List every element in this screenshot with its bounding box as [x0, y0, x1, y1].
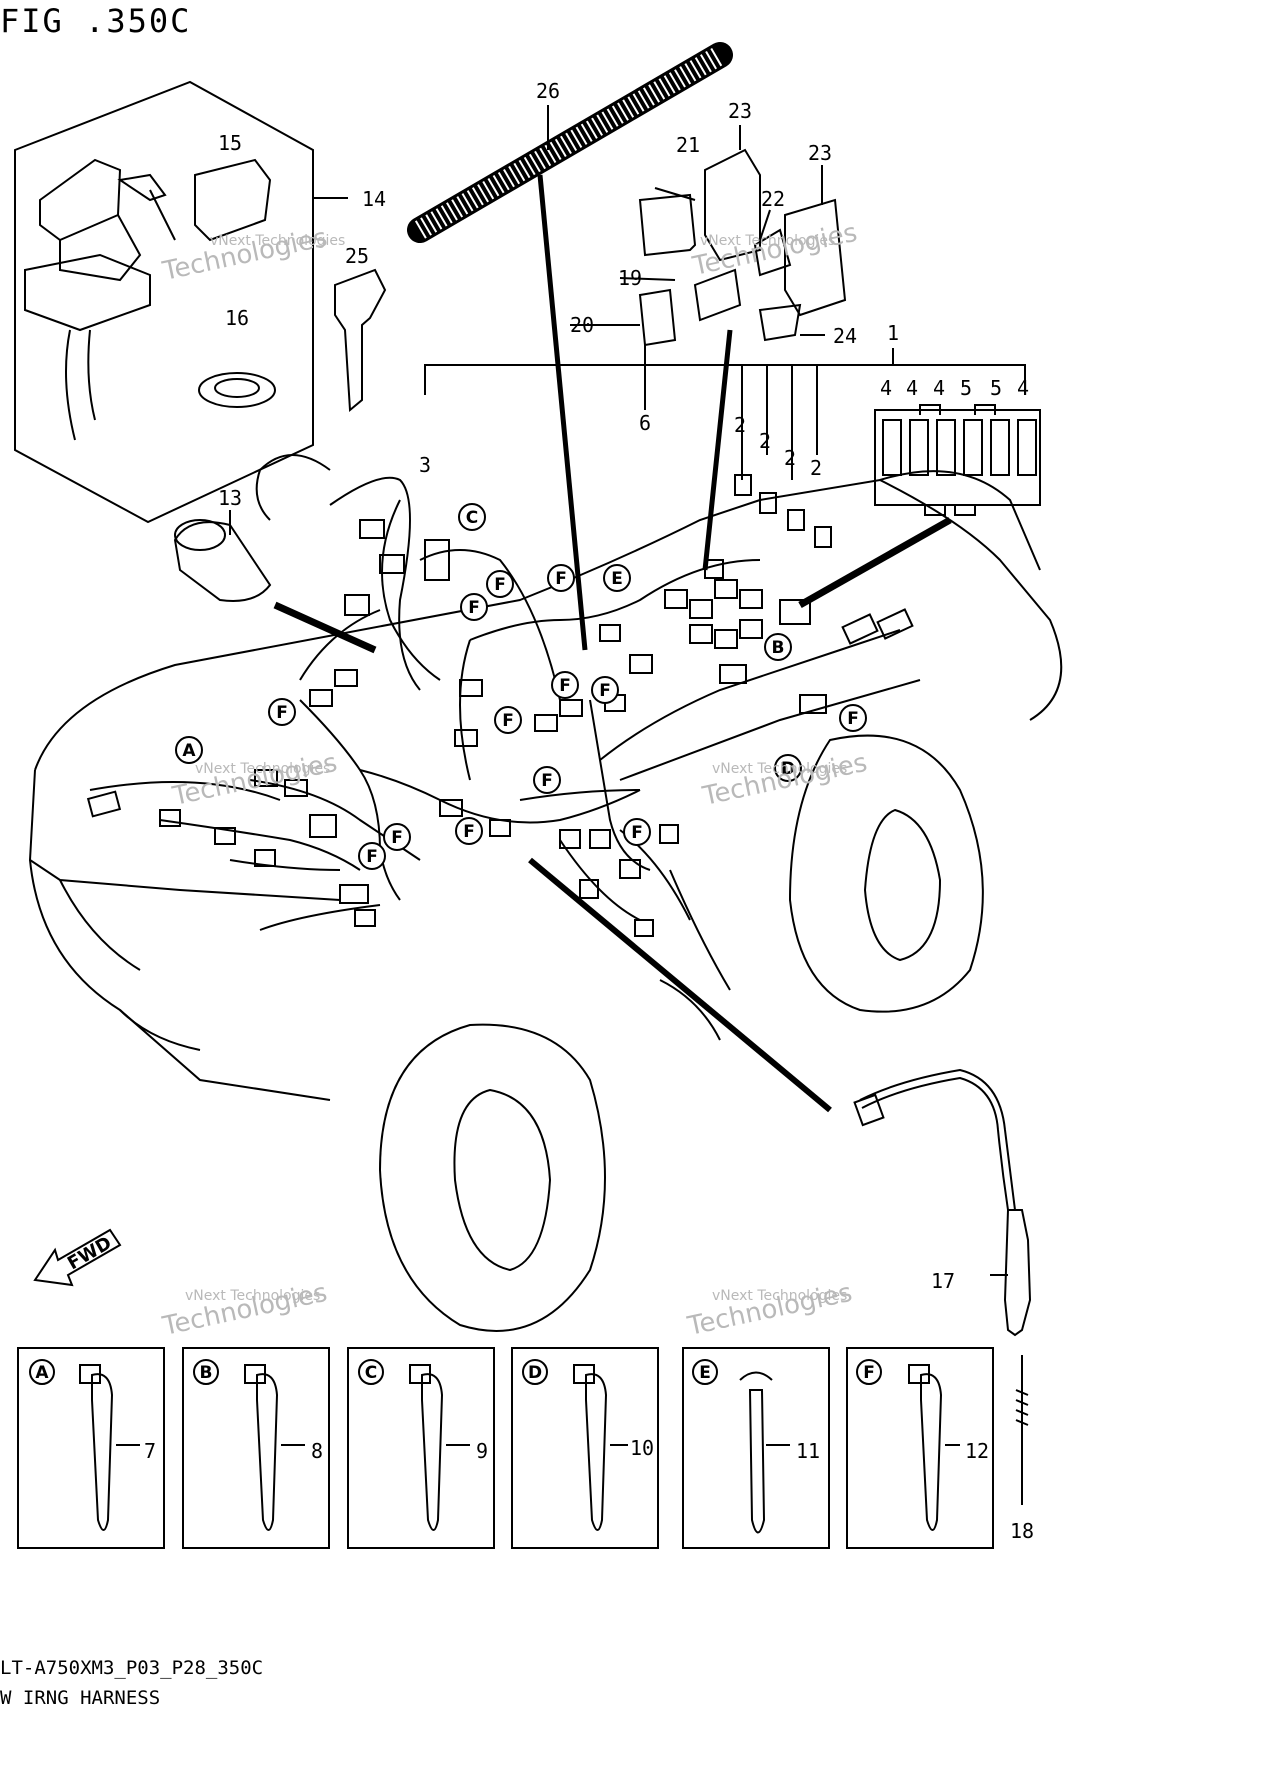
svg-text:vNext Technologies: vNext Technologies: [185, 1288, 320, 1304]
svg-text:vNext Technologies: vNext Technologies: [700, 233, 835, 249]
power-socket: [173, 521, 272, 602]
marker-e: E: [611, 569, 623, 589]
panel-marker-a: A: [35, 1363, 49, 1383]
panel-marker-f: F: [863, 1363, 875, 1383]
ignition-kit-outline: [14, 80, 314, 524]
marker-f: F: [559, 676, 571, 696]
fwd-arrow: [33, 1228, 122, 1287]
marker-d: D: [781, 759, 795, 779]
callout-12: 12: [965, 1439, 989, 1463]
callout-2: 2: [784, 446, 796, 470]
callout-14: 14: [362, 187, 386, 211]
panel-marker-b: B: [200, 1363, 213, 1383]
atv-body-outline: [28, 470, 1063, 1332]
callout-1: 1: [887, 321, 899, 345]
marker-f: F: [276, 703, 288, 723]
wiring-harness: [89, 454, 921, 921]
callout-18: 18: [1010, 1519, 1034, 1543]
lock-nut: [198, 372, 276, 408]
callout-19: 19: [618, 266, 642, 290]
panel-marker-e: E: [699, 1363, 711, 1383]
marker-f: F: [468, 598, 480, 618]
callout-7: 7: [144, 1439, 156, 1463]
callout-24: 24: [833, 324, 857, 348]
callout-25: 25: [345, 244, 369, 268]
model-code: LT-A750XM3_P03_P28_350C: [0, 1657, 264, 1679]
marker-f: F: [502, 711, 514, 731]
marker-f: F: [847, 709, 859, 729]
watermarks: vNext Technologies Technologies vNext Te…: [159, 218, 870, 1342]
ignition-cover: [194, 158, 272, 242]
fuse-box: [874, 409, 1041, 506]
callout-4: 4: [1017, 376, 1029, 400]
front-wheel: [378, 1023, 606, 1332]
svg-text:vNext Technologies: vNext Technologies: [712, 761, 847, 777]
panel-marker-c: C: [365, 1363, 377, 1383]
svg-text:vNext Technologies: vNext Technologies: [712, 1288, 847, 1304]
harness-connectors: [86, 519, 914, 937]
marker-f: F: [391, 828, 403, 848]
ignition-key: [334, 268, 387, 413]
svg-text:Technologies: Technologies: [689, 218, 860, 282]
callout-4: 4: [880, 376, 892, 400]
marker-f: F: [631, 823, 643, 843]
callout-2: 2: [734, 413, 746, 437]
ignition-switch-drawing: [24, 158, 176, 441]
callout-22: 22: [761, 187, 785, 211]
svg-text:vNext Technologies: vNext Technologies: [195, 761, 330, 777]
rear-wheel: [788, 734, 984, 1013]
o2-sensor: [1003, 1209, 1032, 1337]
callout-11: 11: [796, 1439, 820, 1463]
callout-3: 3: [419, 453, 431, 477]
callout-13: 13: [218, 486, 242, 510]
marker-f: F: [541, 771, 553, 791]
callout-23: 23: [808, 141, 832, 165]
callout-16: 16: [225, 306, 249, 330]
fwd-label: FWD: [64, 1233, 115, 1275]
callout-15: 15: [218, 131, 242, 155]
clamp-panels: [17, 1347, 994, 1549]
marker-a: A: [182, 741, 196, 761]
marker-f: F: [494, 575, 506, 595]
callout-2: 2: [810, 456, 822, 480]
svg-text:vNext Technologies: vNext Technologies: [210, 233, 345, 249]
callout-5: 5: [990, 376, 1002, 400]
callout-21: 21: [676, 133, 700, 157]
callout-2: 2: [759, 429, 771, 453]
marker-c: C: [466, 508, 478, 528]
callout-4: 4: [933, 376, 945, 400]
circled-markers: [29, 503, 882, 1385]
marker-f: F: [555, 569, 567, 589]
callout-20: 20: [570, 313, 594, 337]
callout-6: 6: [639, 411, 651, 435]
callout-10: 10: [630, 1436, 654, 1460]
diagram-name: W IRNG HARNESS: [0, 1687, 161, 1709]
callout-23: 23: [728, 99, 752, 123]
marker-b: B: [772, 638, 785, 658]
marker-letters: C F F F E A F F F F F F F F F B D F A B …: [35, 508, 874, 1383]
marker-f: F: [599, 681, 611, 701]
figure-title: FIG .350C: [0, 2, 192, 40]
callout-8: 8: [311, 1439, 323, 1463]
callout-9: 9: [476, 1439, 488, 1463]
marker-f: F: [463, 822, 475, 842]
panel-marker-d: D: [528, 1363, 542, 1383]
harness-spring: [1015, 1355, 1029, 1460]
callout-17: 17: [931, 1269, 955, 1293]
marker-f: F: [366, 847, 378, 867]
o2-sensor-wire: [859, 1068, 1016, 1211]
callout-26: 26: [536, 79, 560, 103]
callout-4: 4: [906, 376, 918, 400]
callout-5: 5: [960, 376, 972, 400]
